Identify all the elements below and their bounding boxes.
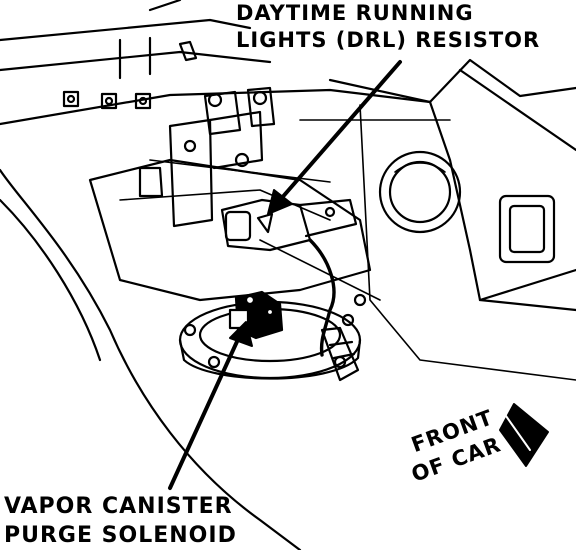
drl-label-line-1: DAYTIME RUNNING: [236, 1, 474, 25]
drl-leader-arrow: [267, 60, 402, 215]
vapor-canister-label: VAPOR CANISTER PURGE SOLENOID: [4, 492, 237, 550]
fastener-row: [62, 90, 152, 110]
vapor-label-line-1: VAPOR CANISTER: [4, 494, 233, 519]
firewall-panel: [299, 58, 576, 381]
mounting-bracket: [138, 86, 331, 228]
front-of-car-arrow-icon: [499, 403, 549, 467]
drl-resistor-label: DAYTIME RUNNING LIGHTS (DRL) RESISTOR: [236, 0, 540, 54]
vapor-label-line-2: PURGE SOLENOID: [4, 523, 237, 548]
wiring-harness: [259, 238, 381, 382]
drl-label-line-2: LIGHTS (DRL) RESISTOR: [236, 28, 541, 52]
drl-resistor: [220, 198, 358, 252]
fender-outline: [0, 0, 432, 550]
component-tray: [88, 158, 372, 302]
strut-tower-opening: [378, 150, 462, 234]
bulkhead-port: [498, 194, 556, 264]
vapor-leader-arrow: [168, 321, 253, 490]
